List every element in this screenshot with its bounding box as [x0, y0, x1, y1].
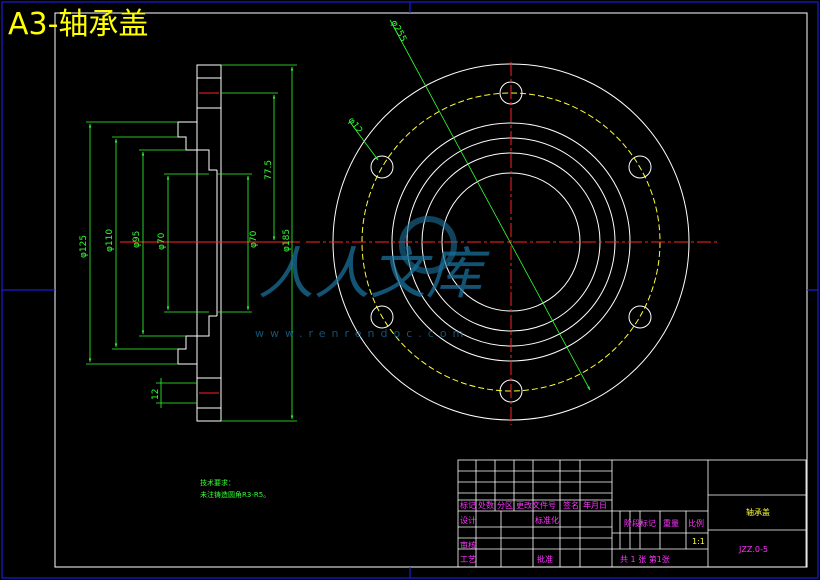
dim-12: 12 — [151, 389, 161, 400]
tb-design: 设计 — [460, 515, 476, 525]
tb-review: 审核 — [460, 540, 476, 550]
dim-d70-left: φ70 — [157, 232, 167, 250]
tb-process: 工艺 — [460, 555, 476, 564]
watermark-text: 人人文库 — [258, 242, 490, 307]
notes-line1: 未注铸造圆角R3-R5。 — [200, 490, 270, 499]
dim-d185: φ185 — [282, 229, 292, 252]
title-block-text: 标记 处数 分区 更改文件号 签名 年月日 设计 标准化 阶段标记 重量 比例 … — [460, 500, 770, 564]
section-holes — [120, 92, 300, 394]
tb-sheets: 共 1 张 第1张 — [620, 554, 670, 564]
section-dimensions — [86, 64, 297, 422]
tb-change-doc: 更改文件号 — [516, 500, 556, 510]
center-lines — [306, 62, 720, 425]
section-view — [177, 64, 222, 422]
tb-standard: 标准化 — [535, 515, 559, 525]
technical-notes: 技术要求： 未注铸造圆角R3-R5。 — [200, 478, 270, 499]
tb-scale: 比例 — [688, 518, 704, 528]
tb-zone: 分区 — [497, 501, 513, 510]
front-dimensions — [349, 19, 591, 391]
dim-d255: φ255 — [388, 19, 408, 44]
tb-mark: 标记 — [460, 500, 476, 510]
dim-d70-right: φ70 — [249, 230, 259, 248]
tb-drawing-no: JZZ.0-5 — [738, 545, 768, 554]
section-dimension-labels: φ125 φ110 φ95 φ70 φ70 77.5 φ185 12 — [79, 160, 292, 400]
dim-d125: φ125 — [79, 235, 89, 258]
tb-approve: 批准 — [537, 554, 553, 564]
dim-d95: φ95 — [132, 231, 142, 248]
dim-d12-hole: φ12 — [346, 116, 364, 136]
watermark-url: www.renrendoc.com — [255, 327, 469, 340]
tb-scale-value: 1:1 — [692, 537, 705, 546]
tb-count: 处数 — [478, 500, 494, 510]
title-block — [457, 459, 807, 568]
drawing-title: A3-轴承盖 — [8, 7, 149, 42]
dim-77-5: 77.5 — [264, 160, 274, 180]
dim-d110: φ110 — [105, 229, 115, 252]
tb-date: 年月日 — [583, 500, 607, 510]
front-dimension-labels: φ255 φ12 — [346, 19, 408, 136]
tb-sign: 签名 — [563, 500, 579, 510]
tb-weight: 重量 — [663, 518, 679, 528]
tb-stage-mark: 阶段标记 — [624, 518, 656, 528]
notes-heading: 技术要求： — [200, 478, 235, 487]
watermark: 人人文库 www.renrendoc.com — [255, 216, 490, 340]
tb-part-name: 轴承盖 — [746, 507, 770, 517]
